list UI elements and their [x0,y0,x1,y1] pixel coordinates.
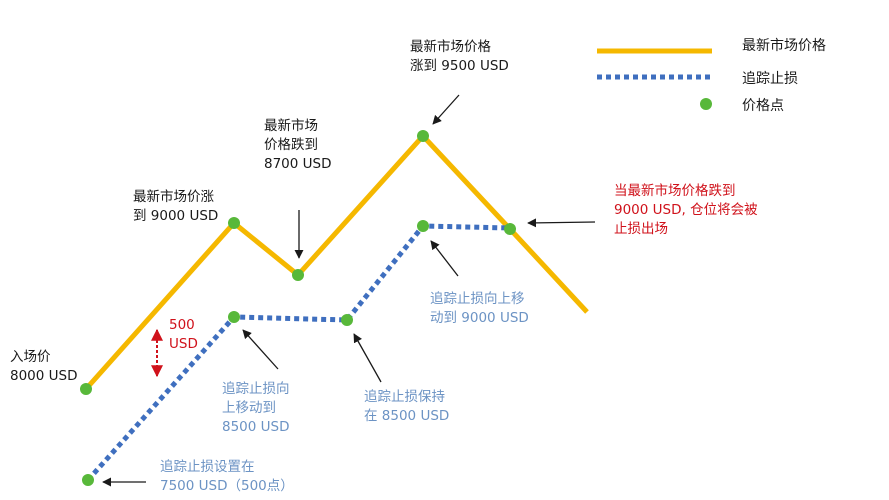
arrow-to-stop-9000 [430,240,459,277]
stop-triggered-label: 当最新市场价格跌到 9000 USD, 仓位将会被 止损出场 [614,183,758,237]
stop-up-9000-label: 追踪止损向上移 动到 9000 USD [430,291,529,326]
legend-trailing-stop-label: 追踪止损 [742,71,798,87]
stop-point-7500 [82,474,94,486]
rise-9000-label: 最新市场价涨 到 9000 USD [133,189,219,224]
entry-price-label: 入场价 8000 USD [10,349,78,384]
stop-set-7500-label: 追踪止损设置在 7500 USD（500点） [160,459,294,494]
gap-500-label: 500 USD [169,317,198,352]
stop-up-8500-label: 追踪止损向 上移动到 8500 USD [222,381,290,435]
stop-point-8500 [228,311,240,323]
price-point-9500 [417,130,429,142]
legend-market-price-label: 最新市场价格 [742,38,826,54]
legend-price-point-label: 价格点 [742,98,784,114]
arrow-to-9500 [432,94,460,125]
price-point-entry [80,383,92,395]
price-point-8700 [292,269,304,281]
arrow-to-exit [527,218,596,228]
arrow-to-stop-8500 [242,329,279,370]
market-price-line [84,132,589,391]
trailing-stop-line [86,223,511,482]
stop-hold-8500-label: 追踪止损保持 在 8500 USD [364,389,450,424]
legend-price-point-swatch [700,98,712,110]
arrow-to-stop-8500-hold [353,333,382,383]
drop-8700-label: 最新市场 价格跌到 8700 USD [264,118,332,172]
stop-point-8500-hold [341,314,353,326]
price-point-9000 [228,217,240,229]
price-point-exit [504,223,516,235]
stop-point-9000 [417,220,429,232]
rise-9500-label: 最新市场价格 涨到 9500 USD [410,39,509,74]
